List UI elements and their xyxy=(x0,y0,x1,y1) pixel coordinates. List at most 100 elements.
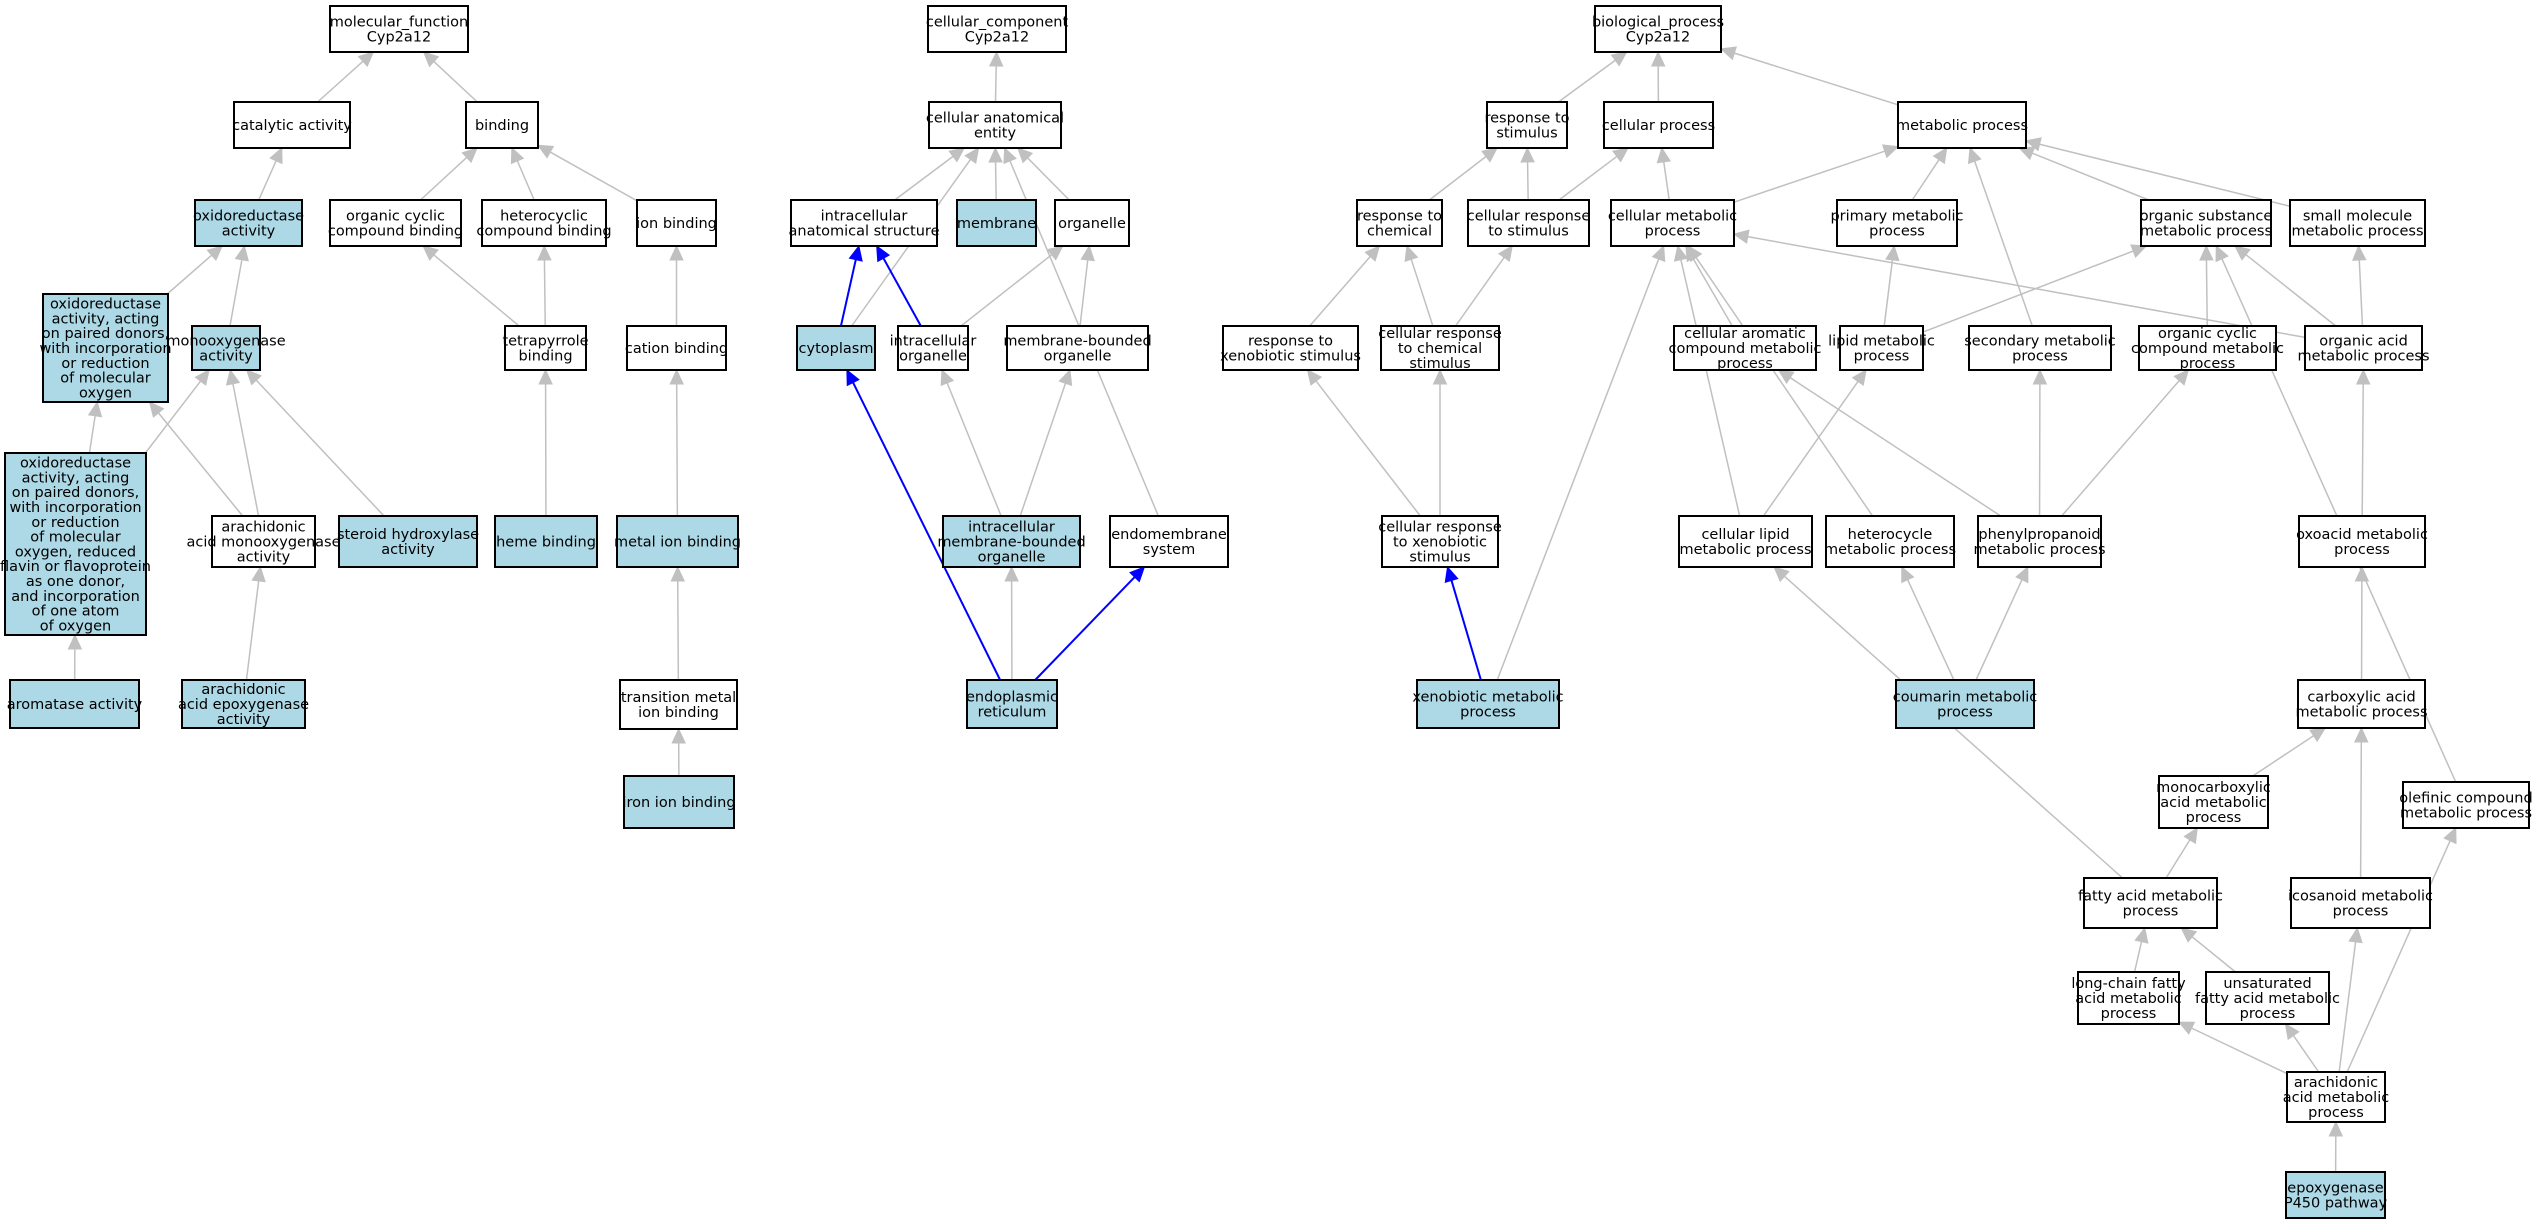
term-node-cytoplasm[interactable]: cytoplasm xyxy=(796,325,876,371)
term-node-cation-binding[interactable]: cation binding xyxy=(625,325,728,371)
edge-arrowhead xyxy=(536,144,555,159)
term-box xyxy=(191,325,261,371)
edge-line xyxy=(1747,235,2306,339)
term-box xyxy=(2290,877,2431,929)
term-node-cellular-process[interactable]: cellular process xyxy=(1602,101,1715,149)
term-box xyxy=(616,515,739,568)
term-node-iron-ion-binding[interactable]: iron ion binding xyxy=(622,775,736,829)
term-label-line: organelle xyxy=(978,549,1046,565)
term-label-line: catalytic activity xyxy=(232,118,352,134)
edge-line xyxy=(255,379,385,517)
term-node-binding[interactable]: binding xyxy=(465,101,539,149)
edge-monocarbox-to-carboxylic xyxy=(2252,727,2327,777)
edge-line xyxy=(1315,380,1421,517)
term-node-membrane[interactable]: membrane xyxy=(956,199,1037,247)
term-label-line: of molecular xyxy=(30,530,121,546)
term-box xyxy=(1977,515,2102,568)
edge-oxido_paired-to-oxidoreductase xyxy=(166,245,224,295)
term-node-catalytic-activity[interactable]: catalytic activity xyxy=(232,101,352,149)
edge-line xyxy=(1027,157,1070,201)
edge-intra_mem_org-to-mem_bound_org xyxy=(1019,368,1073,517)
edge-long_chain-to-fatty_acid xyxy=(2133,926,2149,973)
term-box xyxy=(1006,325,1149,371)
term-label-line: process xyxy=(2333,903,2389,919)
term-label-line: intracellular xyxy=(890,334,977,350)
term-label-line: intracellular xyxy=(821,209,908,225)
term-label-line: monooxygenase xyxy=(166,334,285,350)
term-node-organelle[interactable]: organelle xyxy=(1054,199,1130,247)
edge-line xyxy=(894,155,954,201)
term-node-ion-binding[interactable]: ion binding xyxy=(636,199,717,247)
edge-arrowhead xyxy=(2134,926,2149,944)
edge-line xyxy=(1496,258,1660,681)
edge-heterocycle-to-cell_metab xyxy=(1687,245,1874,517)
term-label-line: of one atom xyxy=(32,604,120,620)
term-label-line: organic substance xyxy=(2140,209,2273,225)
edge-line xyxy=(1973,160,2034,327)
term-node-heme-binding[interactable]: heme binding xyxy=(494,515,598,568)
edge-cell_resp_chem-to-cell_resp_stim xyxy=(1454,245,1513,327)
term-label-line: tetrapyrrole xyxy=(502,334,588,350)
term-node-aromatase-activity[interactable]: aromatase activity xyxy=(7,679,143,729)
term-label-line: arachidonic xyxy=(2294,1075,2378,1091)
term-box xyxy=(1381,515,1499,568)
term-node-metabolic-process[interactable]: metabolic process xyxy=(1896,101,2028,149)
term-box xyxy=(796,325,876,371)
term-node-metal-ion-binding[interactable]: metal ion binding xyxy=(614,515,741,568)
edge-arrowhead xyxy=(225,368,241,386)
edge-arrowhead xyxy=(1404,244,1419,263)
